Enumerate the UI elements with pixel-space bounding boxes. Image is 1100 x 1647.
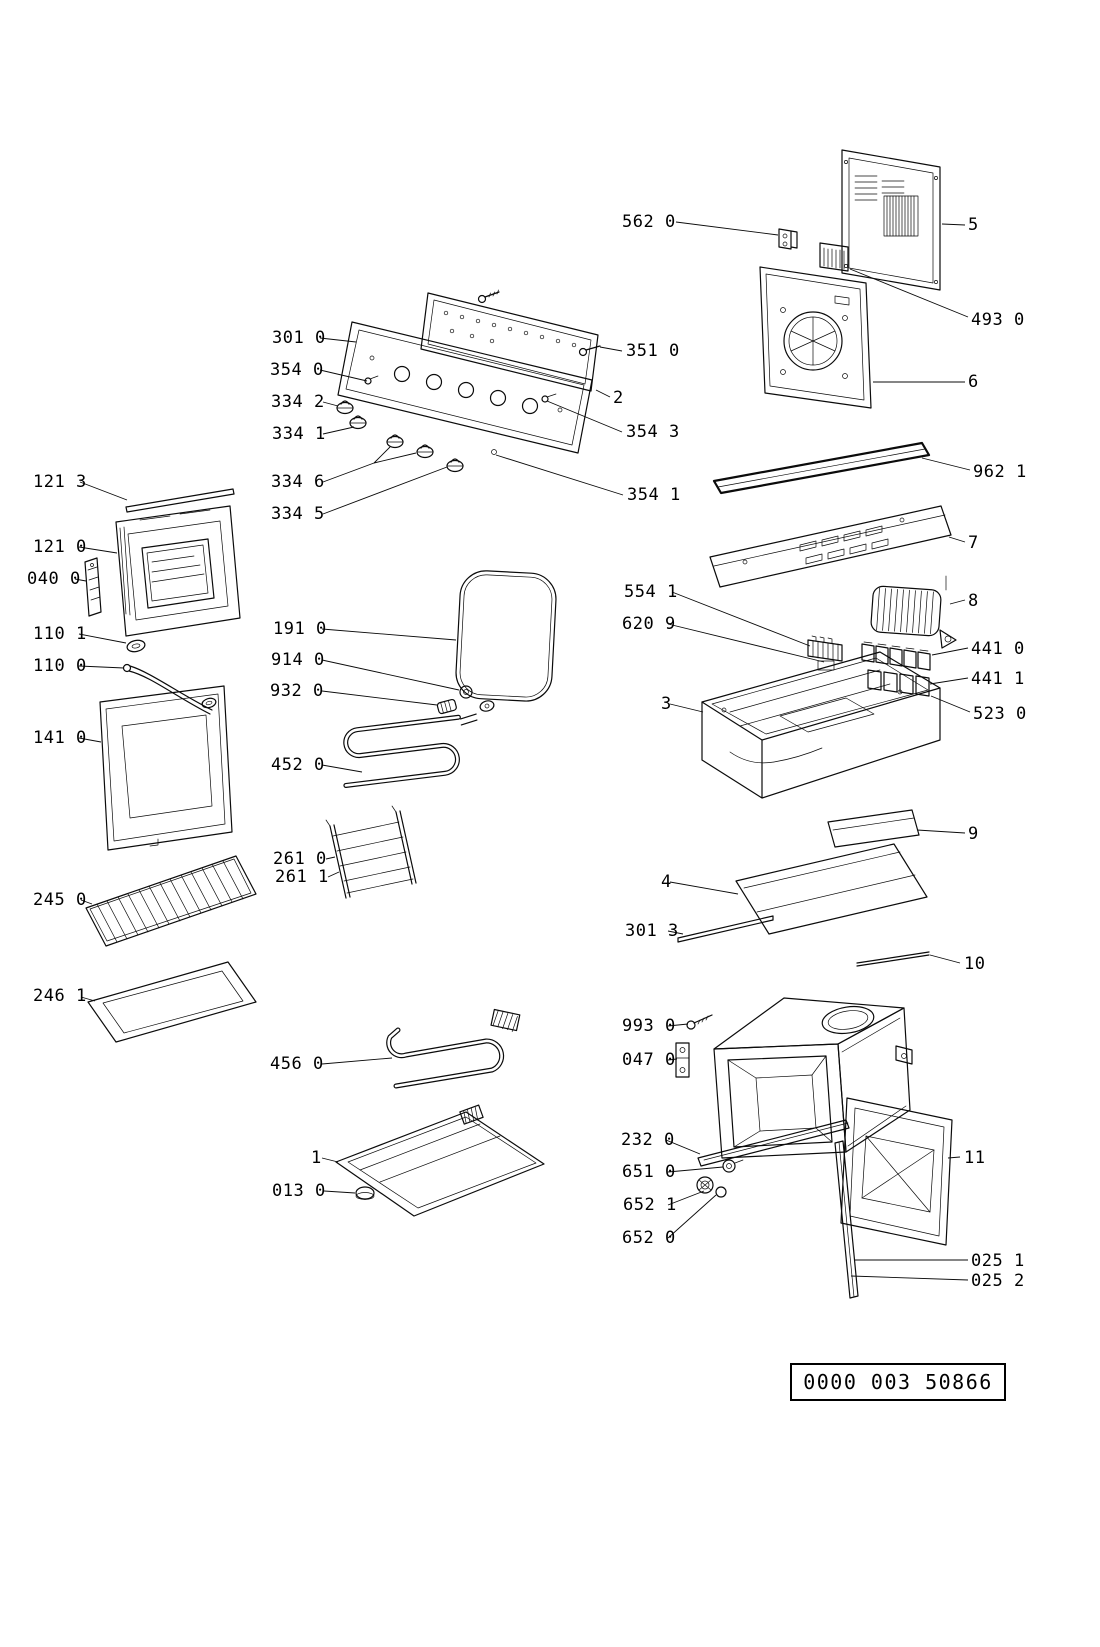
part-label-3: 3 (661, 694, 672, 714)
trim-rod (677, 915, 774, 943)
drawing-number-box: 0000 003 50866 (790, 1363, 1006, 1401)
part-label-651-0: 651 0 (622, 1162, 676, 1182)
part-label-452-0: 452 0 (271, 755, 325, 775)
inner-door-panel (840, 1097, 953, 1246)
part-label-1: 1 (311, 1148, 322, 1168)
part-label-652-0: 652 0 (622, 1228, 676, 1248)
fan-motor (870, 575, 957, 649)
part-label-141-0: 141 0 (33, 728, 87, 748)
baking-tray (87, 961, 257, 1043)
drawing-number: 0000 003 50866 (803, 1370, 993, 1394)
part-label-2: 2 (613, 388, 624, 408)
grill-element (343, 713, 478, 788)
part-label-10: 10 (964, 954, 986, 974)
control-panel (337, 321, 593, 455)
part-label-121-3: 121 3 (33, 472, 87, 492)
door-spring-rod (122, 663, 217, 715)
part-label-246-1: 246 1 (33, 986, 87, 1006)
part-label-334-2: 334 2 (271, 392, 325, 412)
part-label-932-0: 932 0 (270, 681, 324, 701)
part-label-493-0: 493 0 (971, 310, 1025, 330)
part-label-993-0: 993 0 (622, 1016, 676, 1036)
lamp-assembly (696, 1159, 744, 1198)
partition-panel (735, 843, 928, 935)
part-label-652-1: 652 1 (623, 1195, 677, 1215)
part-label-914-0: 914 0 (271, 650, 325, 670)
control-module (819, 242, 849, 272)
part-label-110-1: 110 1 (33, 624, 87, 644)
screw (686, 1014, 713, 1030)
part-label-6: 6 (968, 372, 979, 392)
part-label-11: 11 (964, 1148, 986, 1168)
side-rack (325, 805, 417, 899)
part-label-354-3: 354 3 (626, 422, 680, 442)
base-chassis (701, 651, 941, 799)
part-label-7: 7 (968, 533, 979, 553)
part-label-245-0: 245 0 (33, 890, 87, 910)
part-label-4: 4 (661, 872, 672, 892)
base-panel (335, 1104, 545, 1217)
door-frame (115, 505, 241, 637)
connector-pair (436, 698, 495, 715)
part-label-301-0: 301 0 (272, 328, 326, 348)
part-label-441-0: 441 0 (971, 639, 1025, 659)
part-label-025-1: 025 1 (971, 1251, 1025, 1271)
part-label-354-0: 354 0 (270, 360, 324, 380)
part-label-554-1: 554 1 (624, 582, 678, 602)
oval-grommet (126, 639, 146, 653)
thermostat-bracket (778, 228, 798, 250)
part-label-232-0: 232 0 (621, 1130, 675, 1150)
control-knobs (336, 400, 464, 473)
part-label-025-2: 025 2 (971, 1271, 1025, 1291)
foot-grommet (355, 1186, 375, 1200)
part-label-354-1: 354 1 (627, 485, 681, 505)
bottom-trim (697, 1119, 850, 1167)
part-label-456-0: 456 0 (270, 1054, 324, 1074)
door-gasket (455, 570, 557, 702)
grommet (459, 685, 473, 699)
part-label-261-1: 261 1 (275, 867, 329, 887)
part-label-441-1: 441 1 (971, 669, 1025, 689)
door-glass-panels (834, 1140, 859, 1299)
part-label-8: 8 (968, 591, 979, 611)
part-label-351-0: 351 0 (626, 341, 680, 361)
back-panel (841, 149, 941, 291)
glass-shelf (712, 441, 931, 495)
door-top-trim (125, 488, 235, 513)
door-handle (84, 557, 102, 617)
part-label-191-0: 191 0 (273, 619, 327, 639)
wire-shelf (85, 855, 257, 947)
hinge-bracket (675, 1042, 690, 1078)
part-label-5: 5 (968, 215, 979, 235)
part-label-040-0: 040 0 (27, 569, 81, 589)
part-label-620-9: 620 9 (622, 614, 676, 634)
part-label-110-0: 110 0 (33, 656, 87, 676)
terminal-block (807, 635, 843, 671)
part-label-334-1: 334 1 (272, 424, 326, 444)
fascia-bracket (420, 289, 601, 392)
oven-cavity (713, 997, 913, 1159)
part-label-047-0: 047 0 (622, 1050, 676, 1070)
rear-panel-fan (759, 266, 872, 409)
part-label-334-6: 334 6 (271, 472, 325, 492)
relay-bank (861, 641, 931, 697)
thin-rod (856, 951, 930, 967)
part-label-121-0: 121 0 (33, 537, 87, 557)
part-label-334-5: 334 5 (271, 504, 325, 524)
part-label-261-0: 261 0 (273, 849, 327, 869)
door-outer-glass (99, 685, 233, 851)
part-label-562-0: 562 0 (622, 212, 676, 232)
small-cover-panel (827, 809, 920, 848)
divider-panel (709, 505, 952, 588)
part-label-9: 9 (968, 824, 979, 844)
part-label-301-3: 301 3 (625, 921, 679, 941)
lower-element (386, 1008, 521, 1089)
part-label-962-1: 962 1 (973, 462, 1027, 482)
part-label-013-0: 013 0 (272, 1181, 326, 1201)
leader-lines (74, 221, 971, 1281)
part-label-523-0: 523 0 (973, 704, 1027, 724)
